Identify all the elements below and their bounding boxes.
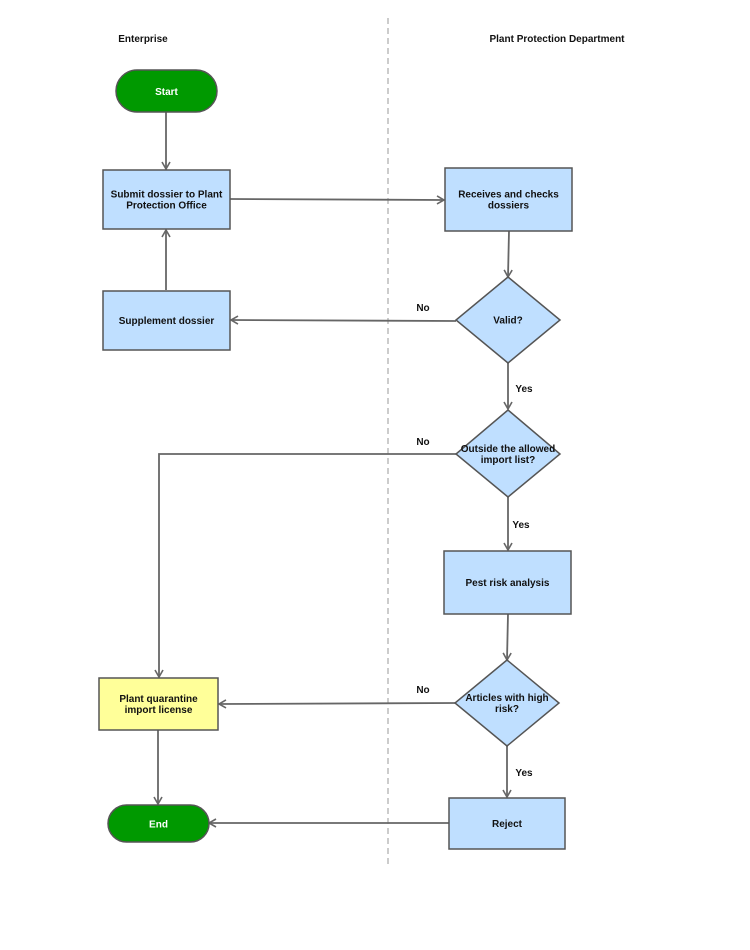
label-line: Articles with high — [465, 693, 548, 704]
edge-label-valid-yes: Yes — [515, 384, 533, 395]
lane-plant-protection-label: Plant Protection Department — [489, 34, 625, 45]
edge-submit-receives — [229, 195, 446, 205]
start-node: Start — [115, 69, 218, 113]
supplement-dossier-node: Supplement dossier — [102, 290, 231, 351]
valid-decision: Valid? — [454, 276, 562, 364]
label-line: Valid? — [493, 316, 522, 327]
edge-receives-valid — [503, 230, 513, 279]
pest-risk-label: Pest risk analysis — [466, 578, 550, 589]
label-line: import list? — [481, 455, 535, 466]
label-line: Reject — [492, 819, 523, 830]
end-label: End — [149, 820, 168, 831]
edge-pest-articles — [502, 613, 512, 662]
start-label: Start — [155, 87, 178, 98]
label-line: risk? — [495, 704, 519, 715]
pest-risk-node: Pest risk analysis — [443, 550, 572, 615]
reject-node: Reject — [448, 797, 566, 850]
reject-label: Reject — [492, 819, 523, 830]
edge-outside-license — [154, 453, 456, 679]
label-line: import license — [125, 705, 193, 716]
label-line: Supplement dossier — [119, 316, 215, 327]
label-line: Protection Office — [126, 201, 207, 212]
label-line: dossiers — [488, 201, 530, 212]
label-line: Receives and checks — [458, 190, 559, 201]
edge-articles-license — [217, 699, 457, 709]
lane-enterprise-label: Enterprise — [118, 34, 168, 45]
edge-label-valid-no: No — [416, 303, 429, 314]
edges — [153, 112, 513, 828]
supplement-dossier-label: Supplement dossier — [119, 316, 215, 327]
edge-label-articles-yes: Yes — [515, 768, 533, 779]
valid-decision-label: Valid? — [493, 316, 522, 327]
edge-label-outside-no: No — [416, 437, 429, 448]
label-line: Submit dossier to Plant — [111, 190, 223, 201]
end-node: End — [107, 804, 210, 843]
label-line: Pest risk analysis — [466, 578, 550, 589]
edge-label-articles-no: No — [416, 685, 429, 696]
label-line: Outside the allowed — [461, 444, 555, 455]
edge-valid-supplement — [229, 315, 457, 325]
edge-label-outside-yes: Yes — [512, 520, 530, 531]
label-line: Plant quarantine — [119, 694, 198, 705]
